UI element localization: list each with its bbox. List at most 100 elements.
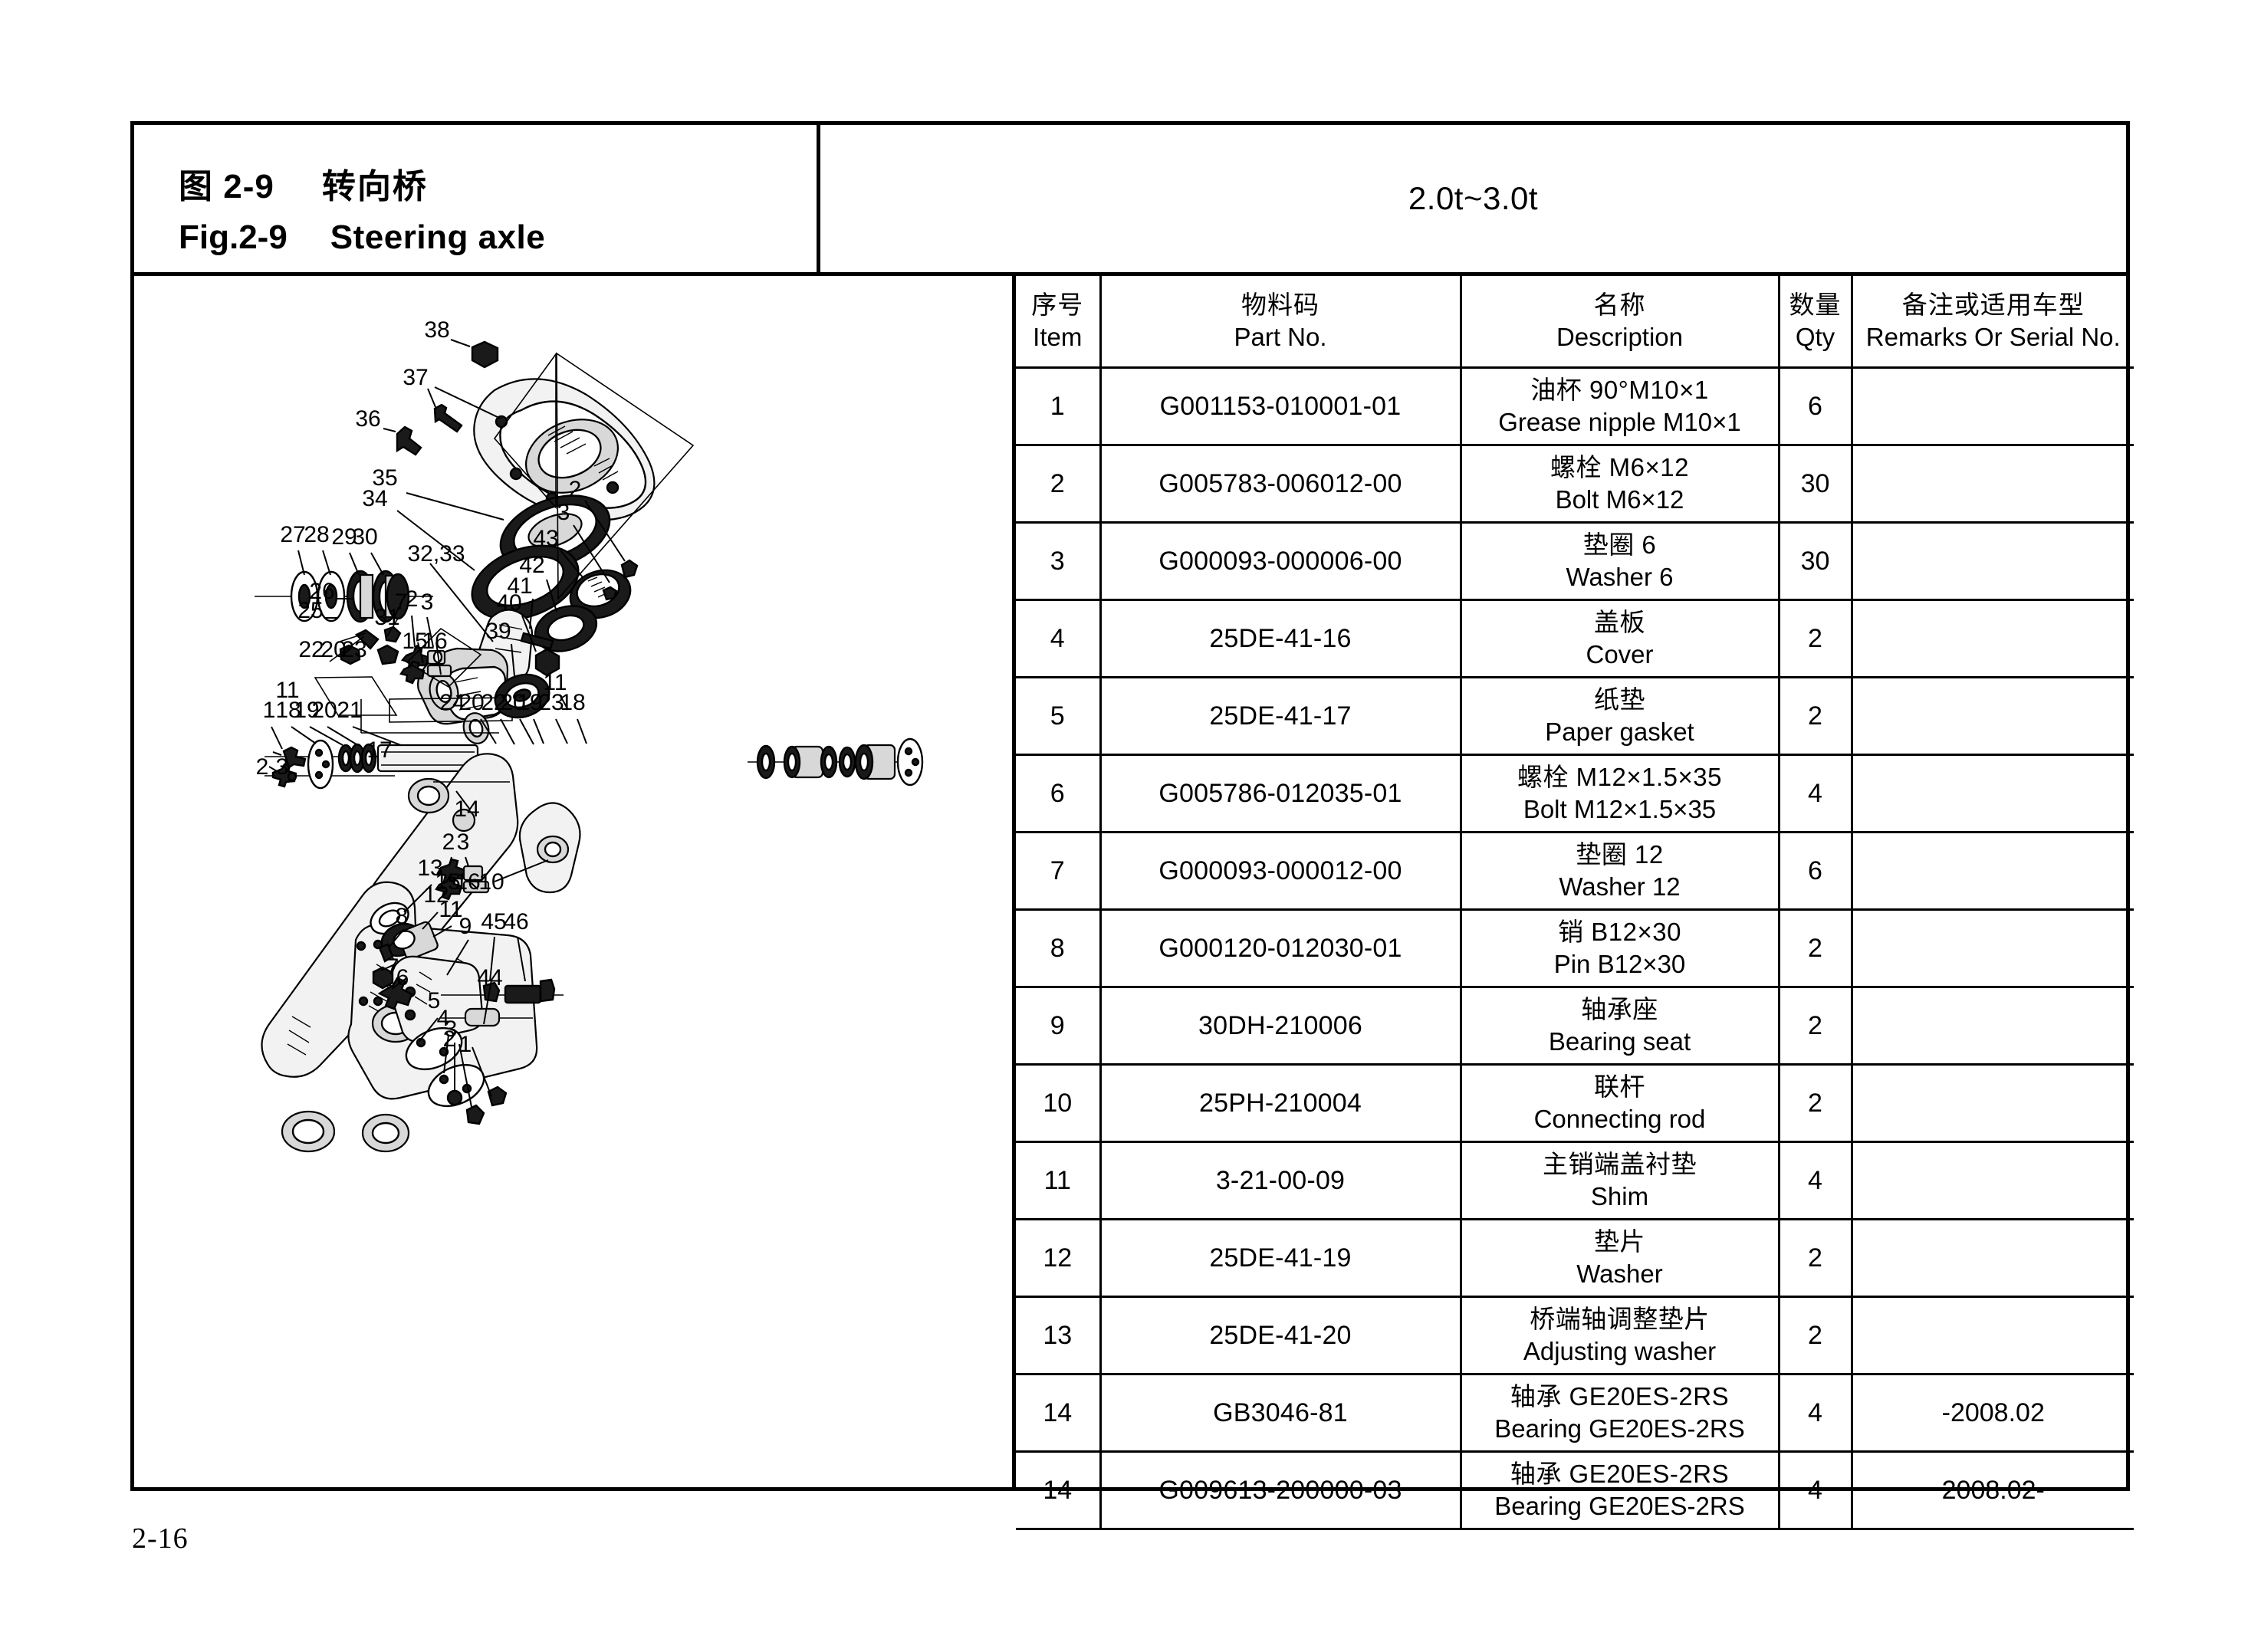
cell-remarks [1850,367,2134,446]
diagram-callout-18: 18 [275,698,301,723]
diagram-callout-16: 16 [455,869,480,895]
cell-remarks [1850,1218,2134,1298]
cell-remarks: -2008.02 [1850,1373,2134,1453]
col-header-item-en: Item [1033,322,1083,351]
description-en: Shim [1590,1181,1649,1210]
model-capacity-value: 2.0t~3.0t [1408,180,1539,216]
diagram-callout-45: 45 [481,909,506,934]
cell-part-no: G009613-200000-03 [1099,1450,1462,1530]
diagram-callout-15: 15 [402,629,427,654]
diagram-callout-9: 9 [459,914,472,939]
description-en: Washer [1576,1259,1663,1288]
description-en: Adjusting washer [1523,1336,1717,1365]
cell-item: 13 [1016,1296,1102,1375]
cell-item: 3 [1016,521,1102,601]
description-en: Pin B12×30 [1553,949,1686,978]
diagram-callout-12: 12 [423,882,449,908]
cell-remarks [1850,908,2134,988]
col-header-part-no-cn: 物料码 [1241,290,1319,319]
diagram-callout-3: 3 [557,500,570,525]
diagram-callout-22: 22 [481,690,506,715]
figure-number-en: Fig.2-9 [179,218,288,256]
cell-part-no: 25DE-41-17 [1099,676,1462,756]
diagram-callout-2: 2 [443,1026,456,1052]
diagram-callout-42: 42 [519,553,544,578]
diagram-callout-2: 2 [256,754,269,780]
cell-remarks [1850,676,2134,756]
diagram-callout-13: 13 [417,856,442,881]
cell-item: 4 [1016,599,1102,678]
diagram-callout-3: 3 [457,829,470,855]
diagram-callout-2: 2 [442,829,455,855]
description-en: Bearing GE20ES-2RS [1494,1491,1745,1520]
col-header-description-en: Description [1556,322,1684,351]
cell-qty: 2 [1777,676,1853,756]
diagram-callout-11: 11 [543,670,567,695]
description-cn: 盖板 [1594,607,1645,636]
cell-item: 10 [1016,1063,1102,1143]
diagram-callout-6: 6 [396,965,409,990]
diagram-callout-44: 44 [477,965,502,990]
diagram-callout-11: 11 [439,897,462,922]
col-header-qty-cn: 数量 [1789,290,1842,319]
diagram-callout-2: 2 [406,586,419,612]
cell-remarks [1850,1141,2134,1220]
cell-part-no: G000120-012030-01 [1099,908,1462,988]
cell-part-no: 25DE-41-20 [1099,1296,1462,1375]
parts-table: 序号 Item 物料码 Part No. 名称 Description [1016,276,2134,1530]
cell-item: 6 [1016,754,1102,833]
diagram-callout-3: 3 [445,1016,458,1042]
description-en: Washer 6 [1566,562,1674,591]
diagram-callout-10: 10 [478,869,504,895]
cell-qty: 30 [1777,444,1853,524]
diagram-callout-28: 28 [304,522,329,547]
description-en: Cover [1586,639,1654,668]
col-header-description-cn: 名称 [1593,290,1646,319]
page-number: 2-16 [132,1522,189,1555]
connecting-rod-assembly-group [265,726,495,790]
cell-item: 5 [1016,676,1102,756]
cell-remarks: 2008.02- [1850,1450,2134,1530]
tie-rod-end-fastener-group [376,606,452,685]
col-header-item-cn: 序号 [1031,290,1084,319]
cell-part-no: G000093-000012-00 [1099,831,1462,911]
diagram-callout-34: 34 [362,486,387,511]
diagram-callout-16: 16 [422,629,447,654]
figure-title-cell: 图 2-9 转向桥 Fig.2-9 Steering axle [134,125,820,272]
cell-item: 14 [1016,1373,1102,1453]
cell-part-no: 25DE-41-16 [1099,599,1462,678]
diagram-callout-24: 24 [439,690,465,715]
diagram-callout-11: 11 [275,678,299,703]
description-en: Bearing seat [1548,1026,1691,1056]
diagram-callout-8: 8 [396,904,409,929]
cell-item: 1 [1016,367,1102,446]
model-capacity-cell: 2.0t~3.0t [820,125,2126,272]
diagram-callout-15: 15 [435,869,460,895]
figure-title-cn-row: 图 2-9 转向桥 [179,159,817,208]
diagram-callout-17: 17 [366,737,392,763]
diagram-callout-36: 36 [355,406,380,432]
description-cn: 纸垫 [1594,685,1645,714]
diagram-callout-1: 1 [263,698,276,723]
col-header-qty: 数量 Qty [1777,276,1853,369]
diagram-callout-4: 4 [437,1006,450,1031]
figure-number-cn: 图 2-9 [179,168,274,205]
diagram-callout-19: 19 [294,698,319,723]
